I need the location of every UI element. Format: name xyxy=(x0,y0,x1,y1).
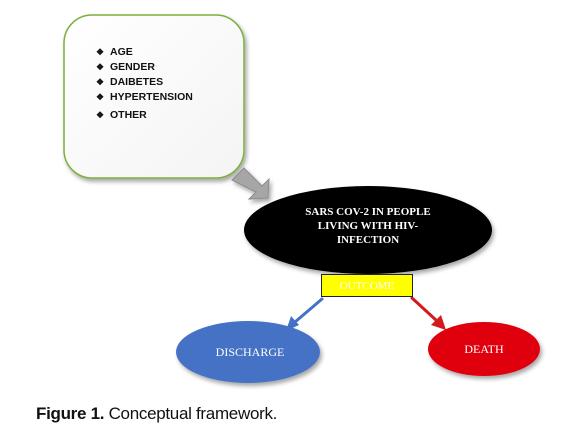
discharge-label: DISCHARGE xyxy=(215,345,285,359)
factor-item: ❖ DAIBETES xyxy=(96,75,193,90)
diamond-bullet-icon: ❖ xyxy=(96,47,105,57)
arrow-icon xyxy=(293,297,324,324)
factor-item: ❖ HYPERTENSION xyxy=(96,90,193,105)
death-node-ellipse xyxy=(428,322,540,376)
caption-label: Figure 1. xyxy=(36,404,105,423)
block-arrow-icon xyxy=(231,167,270,200)
outcome-label: OUTCOME xyxy=(339,279,395,292)
factor-list: ❖ AGE ❖ GENDER ❖ DAIBETES ❖ HYPERTENSION… xyxy=(96,45,193,123)
center-node-ellipse xyxy=(244,186,492,274)
factor-label: HYPERTENSION xyxy=(110,91,193,103)
factor-label: DAIBETES xyxy=(110,76,164,88)
caption-text: Conceptual framework. xyxy=(104,404,278,423)
factors-box xyxy=(63,14,245,179)
factor-label: OTHER xyxy=(110,109,147,121)
center-node-label: SARS COV-2 IN PEOPLE LIVING WITH HIV- IN… xyxy=(268,205,468,247)
center-node-line: LIVING WITH HIV- xyxy=(317,220,419,232)
diamond-bullet-icon: ❖ xyxy=(96,110,105,120)
center-node-line: INFECTION xyxy=(336,234,400,246)
diamond-bullet-icon: ❖ xyxy=(96,77,105,87)
figure-caption: Figure 1. Conceptual framework. xyxy=(36,404,277,424)
outcome-box: OUTCOME xyxy=(321,274,413,297)
arrow-icon xyxy=(410,296,439,323)
factor-label: AGE xyxy=(110,46,133,58)
death-label: DEATH xyxy=(464,342,504,356)
factor-item: ❖ AGE xyxy=(96,45,193,60)
factor-label: GENDER xyxy=(110,61,155,73)
arrow-head-death xyxy=(431,315,446,330)
factor-item: ❖ OTHER xyxy=(96,108,193,123)
center-node-line: SARS COV-2 IN PEOPLE xyxy=(305,206,431,218)
factor-item: ❖ GENDER xyxy=(96,60,193,75)
diamond-bullet-icon: ❖ xyxy=(96,62,105,72)
discharge-node-ellipse xyxy=(176,321,320,383)
diamond-bullet-icon: ❖ xyxy=(96,92,105,102)
